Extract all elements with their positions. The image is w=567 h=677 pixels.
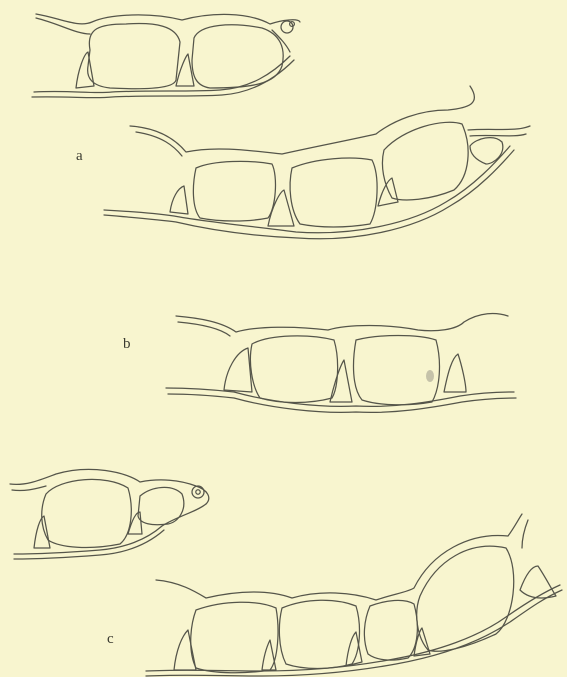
- panel-c-upper-section: [10, 469, 209, 559]
- panel-label-c: c: [107, 631, 114, 648]
- panel-a-upper-section: [32, 14, 300, 98]
- panel-label-a: a: [76, 148, 83, 165]
- panel-b-section: [166, 314, 516, 413]
- panel-c-lower-section: [146, 514, 562, 676]
- panel-label-b: b: [123, 336, 131, 353]
- panel-a-lower-section: [104, 86, 530, 239]
